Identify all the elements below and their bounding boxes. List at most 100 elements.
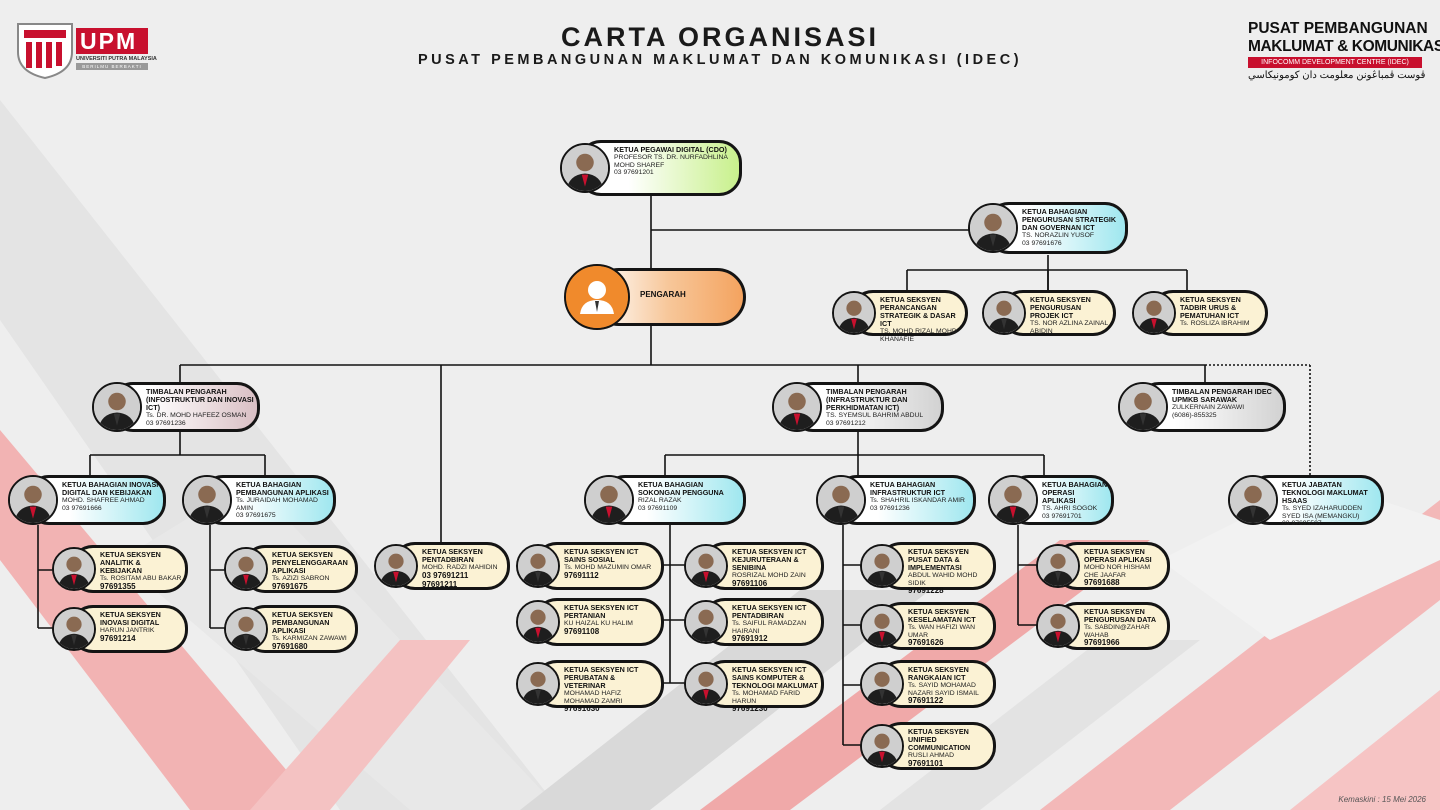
position-title: KETUA BAHAGIAN OPERASI APLIKASI: [1042, 480, 1108, 506]
idec-logo-line1: PUSAT PEMBANGUNAN: [1248, 20, 1428, 37]
phone-number: 97691101: [908, 758, 944, 768]
avatar: [374, 544, 418, 588]
person-name: Ts. SAIFUL RAMADZAN HAIRANI: [732, 620, 807, 635]
position-title: KETUA SEKSYEN ICT PENTADBIRAN: [732, 603, 807, 621]
avatar: [1118, 382, 1168, 432]
person-name: TS. NOR AZLINA ZAINAL ABIDIN: [1030, 320, 1108, 335]
person-name: MOHD NOR HISHAM CHE JAAFAR: [1084, 564, 1151, 579]
position-title: KETUA SEKSYEN KESELAMATAN ICT: [908, 607, 976, 625]
avatar: [52, 547, 96, 591]
avatar: [92, 382, 142, 432]
position-title: KETUA SEKSYEN OPERASI APLIKASI: [1084, 547, 1152, 565]
person-name: TS. NORAZLIN YUSOF: [1022, 232, 1095, 240]
avatar: [224, 547, 268, 591]
card-timbalan-pengarah-2-text: TIMBALAN PENGARAH (INFRASTRUKTUR DAN PER…: [826, 387, 938, 427]
person-name: TS. SYEMSUL BAHRIM ABDUL: [826, 412, 924, 420]
avatar: [832, 291, 876, 335]
position-title: KETUA SEKSYEN ICT SAINS SOSIAL: [564, 547, 639, 565]
phone-number: 97691112: [564, 570, 599, 580]
avatar: [182, 475, 232, 525]
phone-number: 97691355: [100, 581, 136, 591]
avatar: [1132, 291, 1176, 335]
person-name: TS. AHRI SOGOK: [1042, 505, 1098, 513]
position-title: KETUA BAHAGIAN INOVASI DIGITAL DAN KEBIJ…: [62, 480, 159, 498]
card-bahagian-inovasi-text: KETUA BAHAGIAN INOVASI DIGITAL DAN KEBIJ…: [62, 480, 160, 512]
avatar: [816, 475, 866, 525]
person-name: Ts. JURAIDAH MOHAMAD AMIN: [236, 497, 318, 512]
pengarah-title: PENGARAH: [640, 290, 686, 299]
person-name: ZULKERNAIN ZAWAWI: [1172, 404, 1245, 412]
phone-number: 97691630: [564, 704, 600, 714]
phone-number: 03 97691701: [1042, 512, 1082, 520]
phone-number: 03 97691236: [146, 419, 186, 427]
avatar: [584, 475, 634, 525]
position-title: KETUA SEKSYEN PENTADBIRAN: [422, 547, 483, 565]
position-title: KETUA BAHAGIAN PEMBANGUNAN APLIKASI: [236, 480, 329, 498]
person-name: RIZAL RAZAK: [638, 497, 682, 505]
avatar: [860, 662, 904, 706]
position-title: TIMBALAN PENGARAH IDEC UPMKB SARAWAK: [1172, 387, 1272, 405]
card-bahagian-strategik-text: KETUA BAHAGIAN PENGURUSAN STRATEGIK DAN …: [1022, 207, 1122, 247]
update-date: Kemaskini : 15 Mei 2026: [1338, 795, 1426, 804]
person-name: Ts. AZIZI SABRON: [272, 575, 330, 583]
person-name: Ts. ROSITAM ABU BAKAR: [100, 575, 182, 583]
person-name: ABDUL WAHID MOHD SIDIK: [908, 572, 978, 587]
avatar: [684, 662, 728, 706]
card-seksyen-kejuruteraan: [702, 542, 824, 590]
idec-logo-line2: MAKLUMAT & KOMUNIKASI: [1248, 38, 1440, 55]
person-name: PROFESOR TS. DR. NURFADHLINA MOHD SHAREF: [614, 154, 728, 169]
person-name: MOHD. RADZI MAHIDIN: [422, 564, 498, 572]
person-name: Ts. WAN HAFIZI WAN UMAR: [908, 624, 976, 639]
avatar: [224, 607, 268, 651]
avatar: [516, 662, 560, 706]
card-timbalan-pengarah-1-text: TIMBALAN PENGARAH (INFOSTRUKTUR DAN INOV…: [146, 387, 254, 427]
phone-number: 97691966: [1084, 638, 1120, 648]
position-title: KETUA SEKSYEN ICT SAINS KOMPUTER & TEKNO…: [732, 665, 818, 691]
upm-logo-line1: UNIVERSITI PUTRA MALAYSIA: [76, 56, 157, 62]
phone-number: 03 97691676: [1022, 239, 1062, 247]
position-title: KETUA BAHAGIAN PENGURUSAN STRATEGIK DAN …: [1022, 207, 1117, 233]
phone-number: 97691122: [908, 696, 944, 706]
avatar: [684, 544, 728, 588]
phone-number: 03 97691211: [422, 570, 469, 580]
person-name: Ts. SYED IZAHARUDDEN SYED ISA (MEMANGKU): [1282, 505, 1363, 520]
avatar: [988, 475, 1038, 525]
person-name: Ts. SAYID MOHAMAD NAZARI SAYID ISMAIL: [908, 682, 979, 697]
person-name: Ts. ROSLIZA IBRAHIM: [1180, 320, 1250, 328]
person-name: Ts. SHAHRIL ISKANDAR AMIR: [870, 497, 965, 505]
position-title: KETUA PEGAWAI DIGITAL (CDO): [614, 145, 727, 154]
user-icon: [564, 264, 630, 330]
person-name: HARUN JANTRIK: [100, 627, 155, 635]
phone-number: 97691214: [100, 633, 136, 643]
phone-number: 03 97691212: [826, 419, 866, 427]
phone-number: 97691912: [732, 634, 768, 644]
phone-number: 97691108: [564, 626, 600, 636]
position-title: KETUA BAHAGIAN SOKONGAN PENGGUNA: [638, 480, 724, 498]
phone-number: 97691688: [1084, 578, 1120, 588]
person-name: Ts. MOHAMAD FARID HARUN: [732, 690, 800, 705]
card-cdo-text: KETUA PEGAWAI DIGITAL (CDO)PROFESOR TS. …: [614, 145, 736, 177]
phone-number: 97691680: [272, 641, 308, 651]
position-title: KETUA SEKSYEN ICT PERTANIAN: [564, 603, 639, 621]
idec-logo: PUSAT PEMBANGUNAN MAKLUMAT & KOMUNIKASI …: [1246, 20, 1440, 90]
phone-number: 97691626: [908, 638, 944, 648]
phone-number: 97691230: [732, 704, 768, 714]
position-title: KETUA SEKSYEN PUSAT DATA & IMPLEMENTASI: [908, 547, 969, 573]
avatar: [968, 203, 1018, 253]
upm-logo: UPM UNIVERSITI PUTRA MALAYSIA BERILMU BE…: [14, 18, 164, 80]
